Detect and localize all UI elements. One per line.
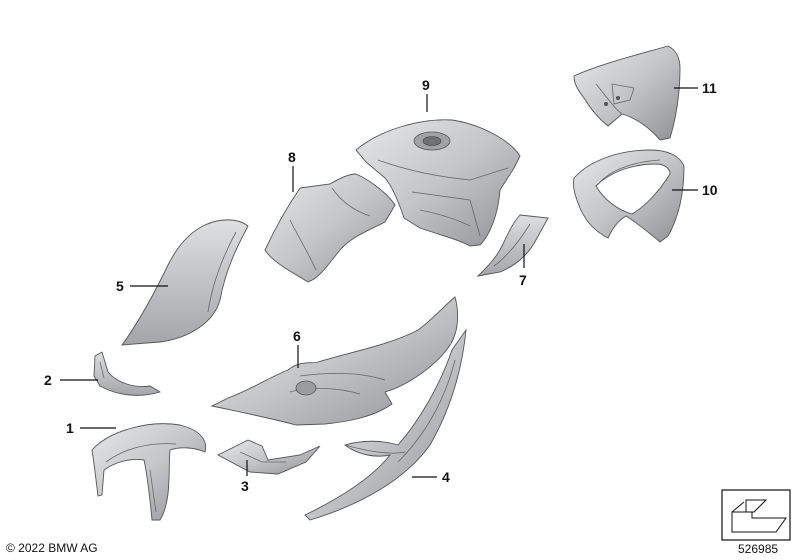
part-rear-frame-cover [573,149,685,243]
part-tail-cover [573,45,681,141]
part-front-bracket [93,351,162,396]
document-number: 526985 [738,542,779,556]
callout-7: 7 [519,272,527,288]
part-belly-pan [304,328,467,521]
part-front-mudguard [91,423,207,521]
callout-6: 6 [293,328,301,344]
part-lower-trim [217,439,321,475]
callout-numbers: 1 2 3 4 5 6 7 8 9 10 11 [44,77,718,494]
part-tank-side-cover [264,173,396,283]
part-side-fairing [210,296,459,426]
copyright-text: © 2022 BMW AG [6,541,98,555]
callout-10: 10 [702,182,718,198]
callout-2: 2 [44,372,52,388]
part-fuel-tank [355,119,521,247]
callout-9: 9 [422,77,430,93]
callout-5: 5 [116,278,124,294]
callout-8: 8 [288,149,296,165]
part-side-panel [121,219,249,346]
leader-lines [60,87,698,478]
callout-3: 3 [241,478,249,494]
callout-11: 11 [702,80,717,96]
direction-arrow-stamp-icon [721,489,791,541]
part-tank-bracket [476,214,549,277]
callout-4: 4 [442,469,450,485]
callout-1: 1 [66,420,74,436]
